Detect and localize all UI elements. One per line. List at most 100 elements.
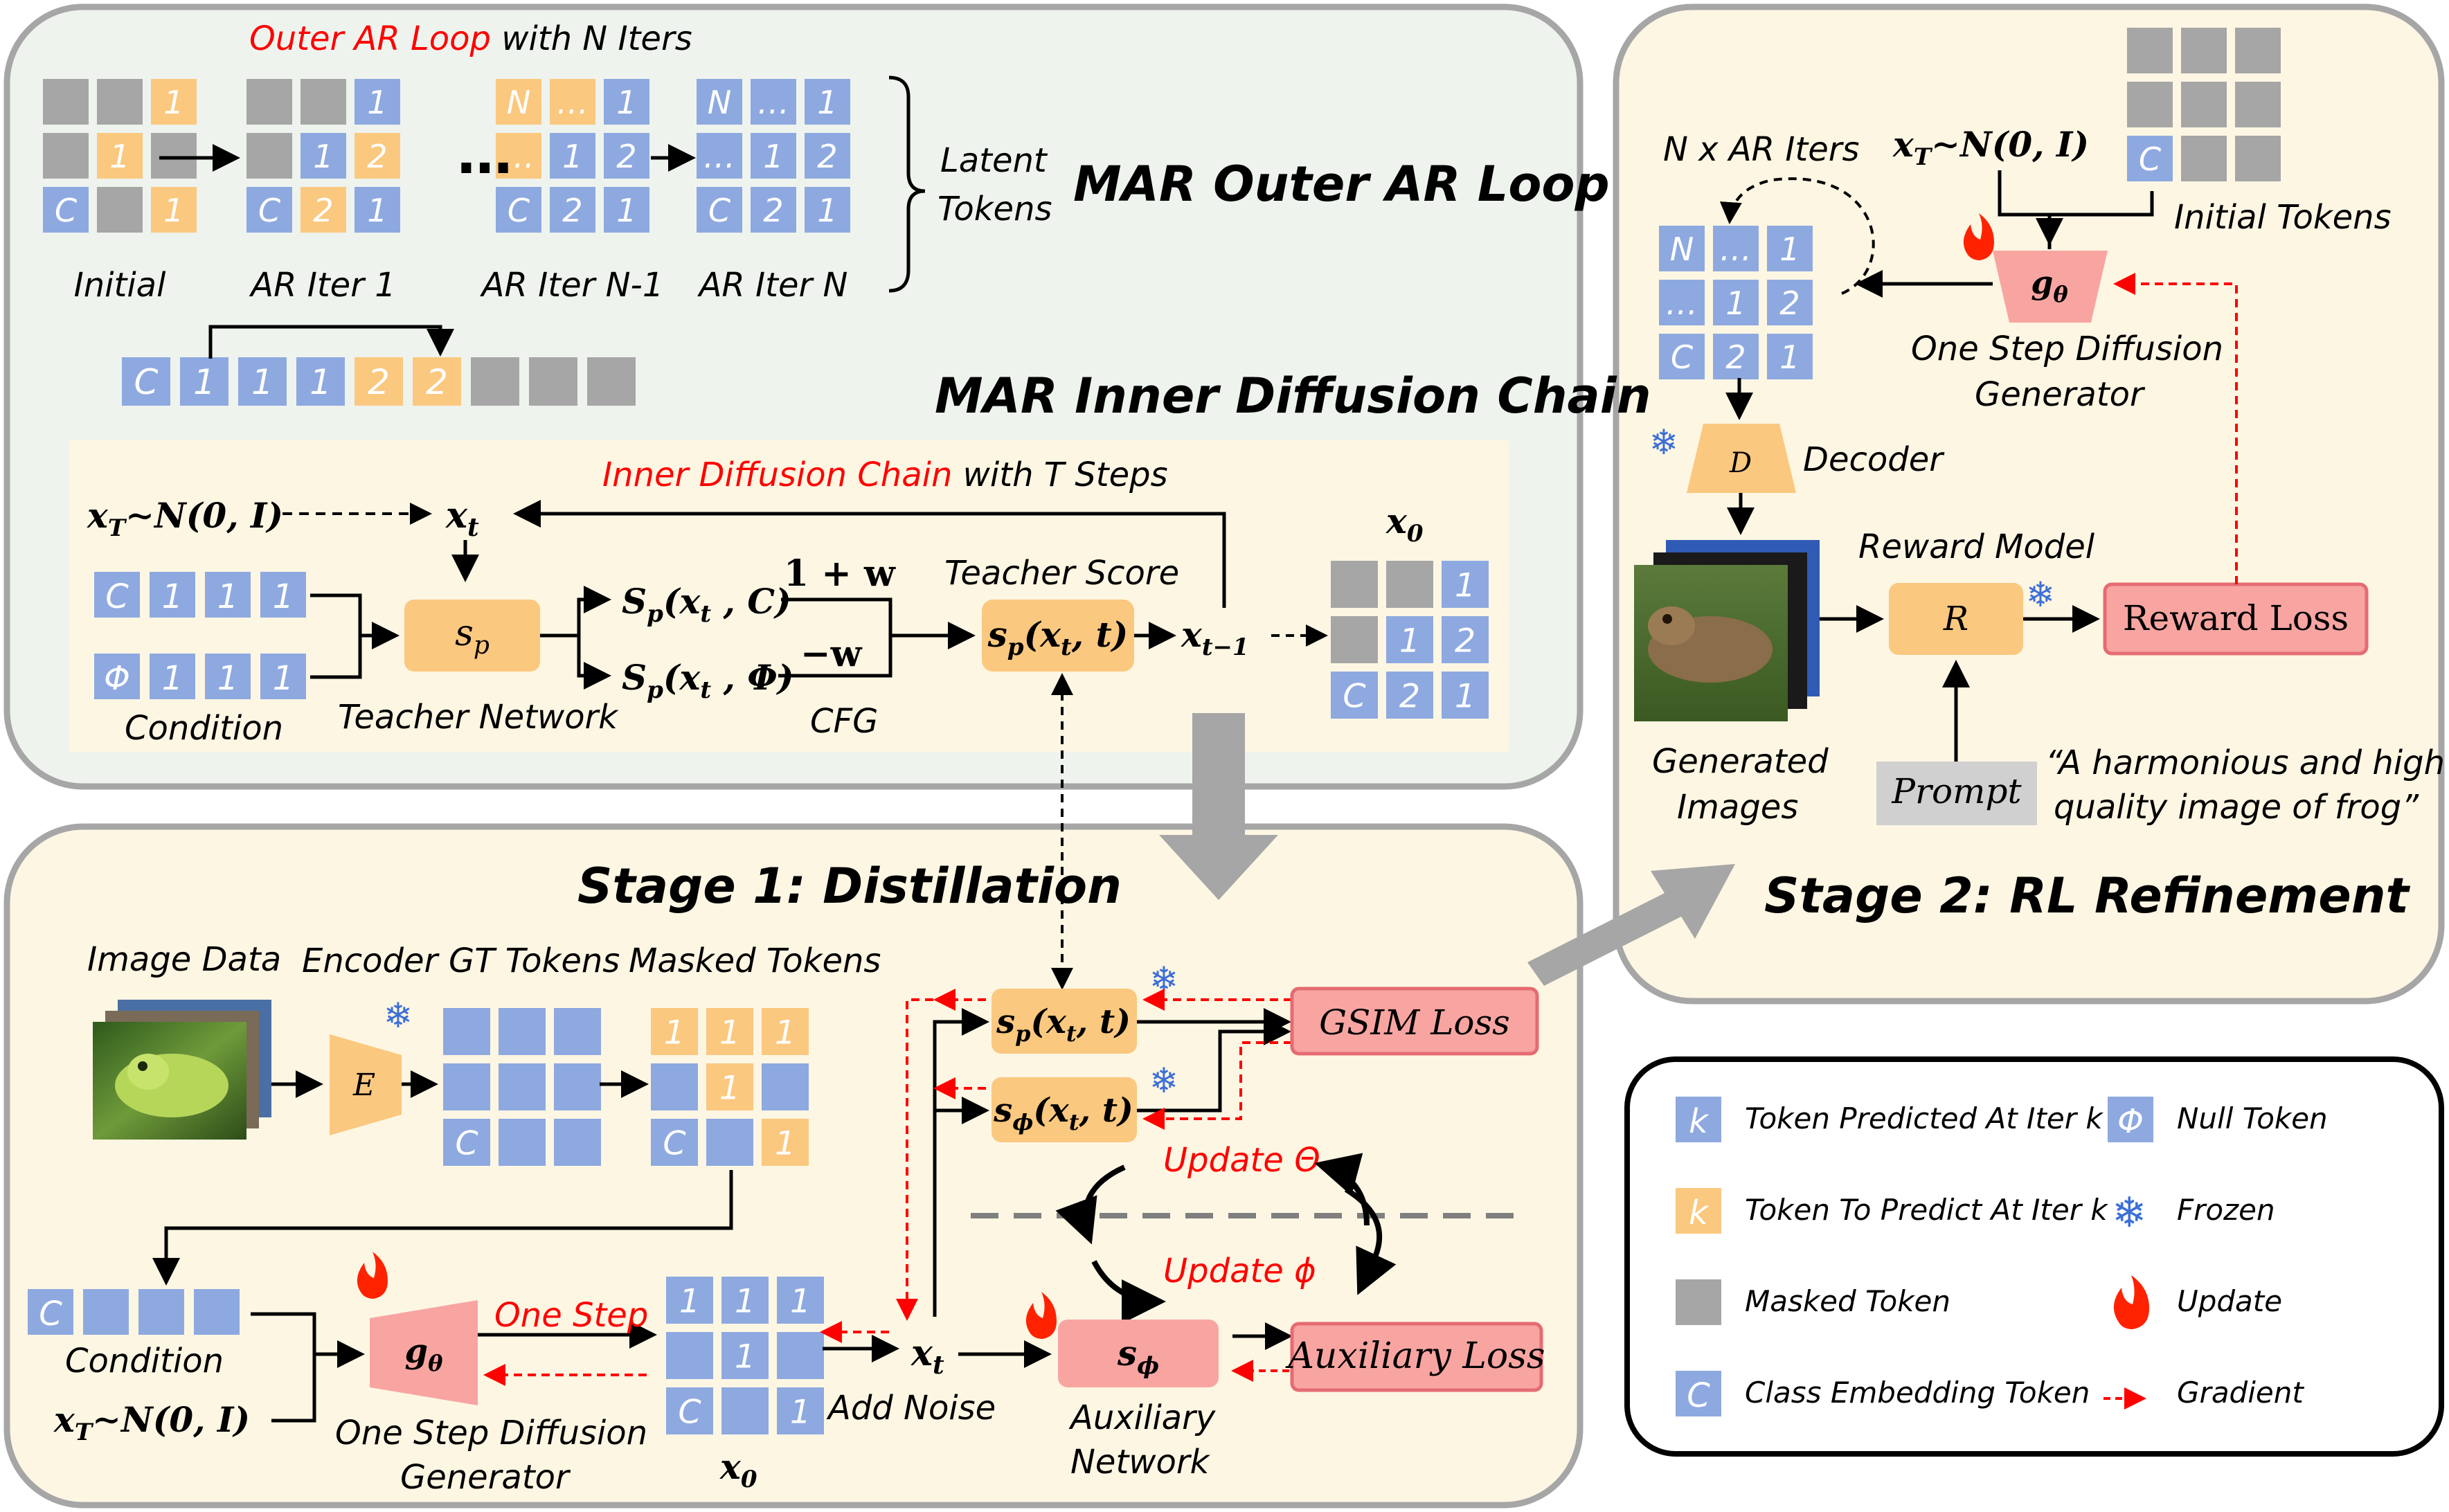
s1-generator-flame-icon (357, 1252, 388, 1299)
inner-x0: x0 (1385, 501, 1424, 548)
condition-token-label: 1 (273, 577, 294, 616)
token-cell (1659, 226, 1705, 271)
inner-chain-caption: Inner Diffusion Chain with T Steps (602, 456, 1168, 494)
sp-snowflake-icon: ❄ (1149, 960, 1178, 1000)
token-cell (805, 133, 850, 179)
token-label: N (1670, 231, 1694, 268)
token-cell (443, 1008, 490, 1055)
token-label: 2 (367, 138, 387, 175)
legend-label: Update (2177, 1284, 2282, 1318)
token-label: C (1343, 678, 1366, 716)
token-cell (355, 187, 400, 233)
token-label: 1 (790, 1394, 811, 1432)
cycle-arrow-right-bottom (1344, 1187, 1397, 1295)
condition-token-label: 1 (162, 577, 183, 616)
token-cell (751, 187, 796, 233)
token-cell (550, 187, 595, 233)
token-label: C (663, 1125, 686, 1163)
condition-token (150, 654, 195, 699)
token-label: 1 (735, 1338, 755, 1376)
token-cell (300, 133, 346, 179)
token-cell (1767, 226, 1813, 271)
encoder-label: Encoder (302, 942, 440, 980)
condition-token-label: C (39, 1295, 62, 1333)
cycle-arrow-right-top (1314, 1153, 1370, 1226)
condition-token-label: 1 (217, 659, 239, 698)
token-label: 1 (817, 192, 837, 229)
legend-label: Masked Token (1745, 1284, 1950, 1318)
condition-token (94, 654, 140, 699)
latent-label-1: Latent (940, 141, 1048, 180)
token-label: 2 (1725, 339, 1746, 376)
toad-eye (1662, 614, 1672, 624)
token-cell (97, 187, 143, 233)
s1-gen-label-2: Generator (400, 1458, 571, 1497)
encoder-letter: E (352, 1068, 375, 1103)
token-label: 1 (313, 138, 333, 175)
reward-gradient-to-generator (2113, 273, 2238, 584)
token-cell (805, 187, 850, 233)
condition-token (150, 572, 195, 618)
token-label: C (508, 192, 530, 229)
token-label: 1 (817, 84, 837, 121)
token-cell (1386, 672, 1433, 719)
token-label: C (678, 1394, 701, 1432)
sequence-token-label: 2 (426, 362, 448, 402)
token-cell (300, 79, 346, 125)
token-label: … (1720, 231, 1752, 268)
token-cell (1767, 280, 1813, 325)
frog-head (127, 1054, 169, 1090)
token-label: N (708, 84, 732, 121)
s1-sp-box (992, 989, 1137, 1054)
token-cell (2235, 82, 2281, 127)
token-cell (777, 1277, 824, 1324)
token-label: 1 (562, 138, 582, 175)
image-data-label: Image Data (87, 940, 281, 979)
aux-network-box (1058, 1320, 1219, 1387)
token-label: 1 (163, 84, 183, 121)
token-cell (1386, 616, 1433, 663)
token-cell (550, 79, 595, 125)
token-cell (777, 1387, 824, 1434)
cfg-label: CFG (810, 702, 878, 741)
cfg-top-line (781, 597, 892, 636)
generated-images-stack (1634, 540, 1820, 721)
s1-xT: xT∼N(0, I) (53, 1399, 250, 1446)
toad-head (1648, 606, 1695, 645)
gradient-vertical (906, 998, 935, 1314)
token-cell (2127, 82, 2173, 127)
token-cell (777, 1332, 824, 1379)
teacher-score-box (982, 600, 1134, 672)
token-cell (2127, 28, 2173, 73)
token-label: 1 (616, 192, 636, 229)
token-label: 1 (1399, 622, 1420, 660)
legend-label: Token To Predict At Iter k (1745, 1193, 2108, 1227)
token-label: C (258, 192, 281, 229)
token-label: 1 (1779, 339, 1800, 376)
update-phi-label: Update ϕ (1163, 1252, 1316, 1290)
token-label: … (757, 84, 789, 121)
legend-label: Gradient (2177, 1376, 2304, 1410)
gray-square (1676, 1279, 1721, 1325)
token-cell (762, 1063, 809, 1110)
sphi-to-gsim (1137, 1018, 1291, 1113)
token-cell (97, 133, 143, 179)
token-label: 1 (719, 1070, 740, 1108)
legend-label: Class Embedding Token (1745, 1376, 2090, 1410)
token-cell (443, 1119, 490, 1166)
frog-eye (138, 1061, 147, 1071)
token-cell (496, 79, 541, 125)
gt-token-grid: C (443, 1008, 601, 1166)
token-label: 1 (367, 192, 387, 229)
encoder-trapezoid (330, 1034, 402, 1135)
sequence-token-label: 1 (251, 362, 273, 402)
token-cell (554, 1119, 601, 1166)
token-cell (604, 133, 649, 179)
sequence-token-label: C (134, 362, 159, 402)
stage2-initial-grid: C (2127, 28, 2281, 181)
cycle-arrow-left-top (1055, 1164, 1126, 1245)
